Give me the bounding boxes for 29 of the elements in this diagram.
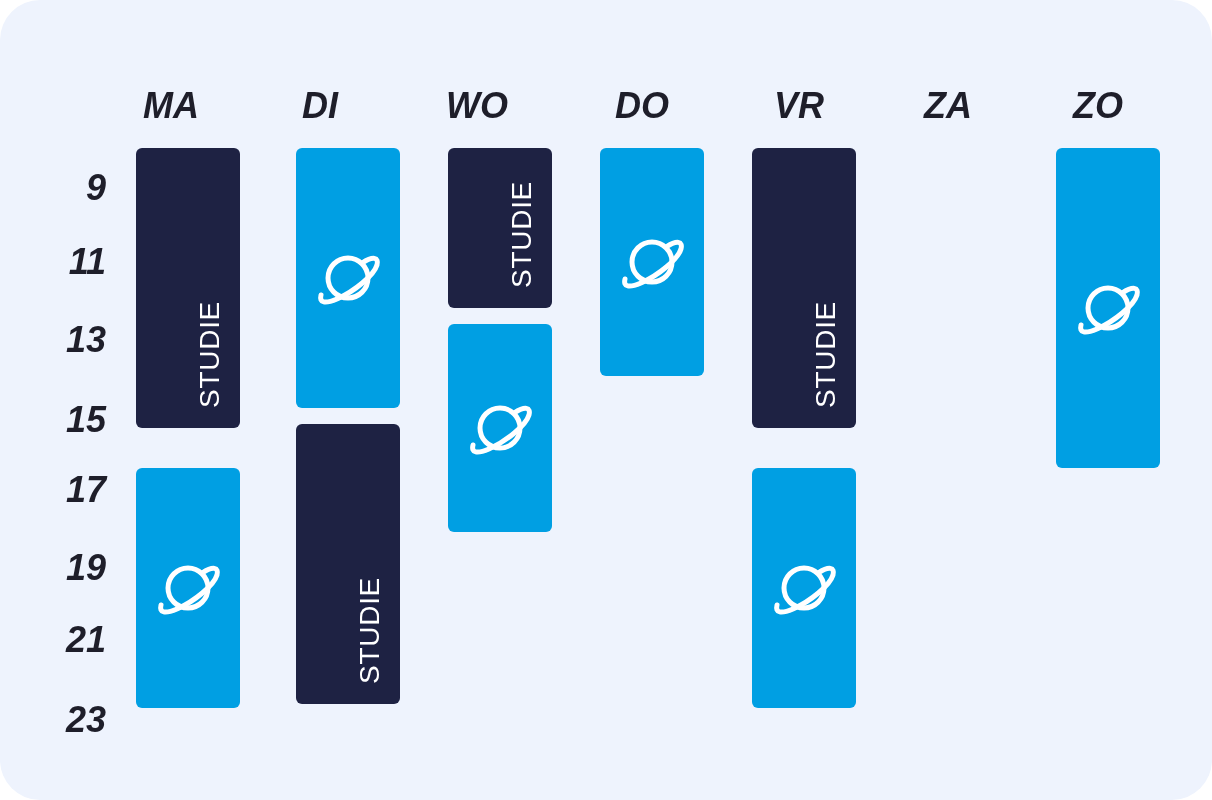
hour-label: 17: [65, 472, 106, 508]
hour-label: 15: [65, 402, 106, 438]
day-label: VR: [774, 88, 824, 124]
hour-label: 23: [65, 702, 106, 738]
planet-block: [600, 148, 704, 376]
day-label: WO: [446, 88, 508, 124]
block-label: STUDIE: [196, 301, 224, 408]
study-block: [296, 424, 400, 704]
study-block: [752, 148, 856, 428]
hour-label: 13: [65, 322, 106, 358]
planet-block: [1056, 148, 1160, 468]
hour-label: 11: [68, 244, 106, 280]
hour-label: 19: [65, 550, 106, 586]
study-block: [136, 148, 240, 428]
day-label: MA: [143, 88, 199, 124]
block-label: STUDIE: [812, 301, 840, 408]
planet-block: [296, 148, 400, 408]
hour-label: 9: [85, 170, 106, 206]
day-label: ZA: [924, 88, 972, 124]
block-label: STUDIE: [508, 181, 536, 288]
planet-block: [136, 468, 240, 708]
day-label: DO: [615, 88, 669, 124]
block-label: STUDIE: [356, 577, 384, 684]
day-label: ZO: [1073, 88, 1123, 124]
planet-block: [448, 324, 552, 532]
study-block: [448, 148, 552, 308]
hour-label: 21: [65, 622, 106, 658]
planet-block: [752, 468, 856, 708]
day-label: DI: [302, 88, 338, 124]
